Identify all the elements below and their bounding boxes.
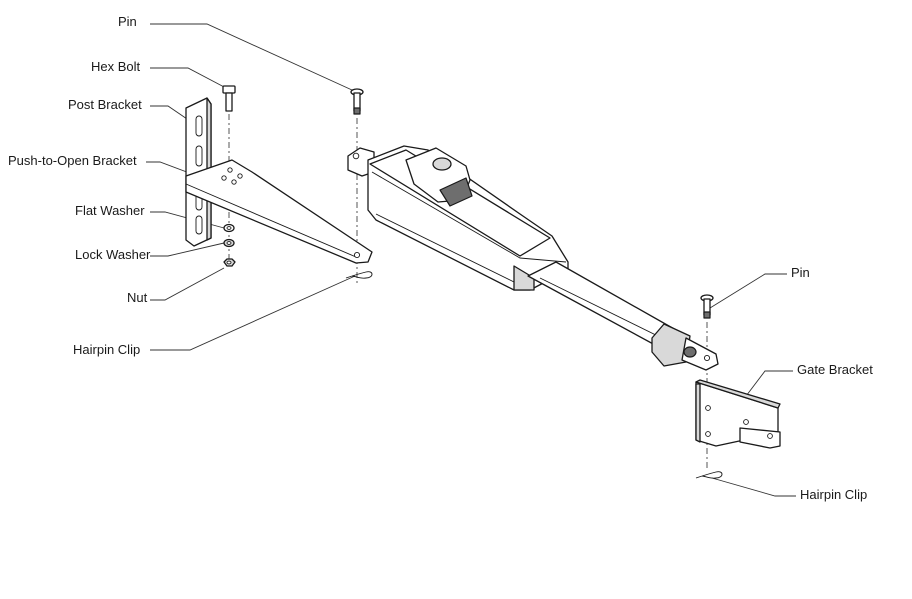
- leader-post-bracket: [150, 105, 191, 122]
- label-pin-right: Pin: [791, 265, 810, 280]
- leader-lines: [146, 23, 796, 497]
- leader-hairpin-left: [150, 275, 356, 351]
- label-lock-washer: Lock Washer: [75, 247, 151, 262]
- hairpin-clip-right: [695, 471, 723, 479]
- hairpin-clip-left: [345, 271, 373, 279]
- operator-body: [347, 145, 569, 291]
- pin-top: [350, 88, 364, 115]
- leader-pin-top: [150, 23, 353, 91]
- label-hairpin-clip-right: Hairpin Clip: [800, 487, 867, 502]
- label-post-bracket: Post Bracket: [68, 97, 142, 112]
- leader-pin-right: [709, 273, 787, 309]
- gate-bracket: [695, 379, 781, 449]
- label-nut: Nut: [127, 290, 148, 305]
- label-gate-bracket: Gate Bracket: [797, 362, 873, 377]
- leader-hex-bolt: [150, 67, 227, 89]
- hex-bolt: [222, 85, 236, 112]
- label-push-to-open-bracket: Push-to-Open Bracket: [8, 153, 137, 168]
- label-hairpin-clip-left: Hairpin Clip: [73, 342, 140, 357]
- leader-hairpin-right: [711, 477, 796, 497]
- lock-washer: [223, 238, 235, 248]
- leader-nut: [150, 267, 225, 301]
- leader-gate-bracket: [739, 370, 793, 405]
- label-pin-top: Pin: [118, 14, 137, 29]
- label-flat-washer: Flat Washer: [75, 203, 145, 218]
- pin-right: [700, 294, 714, 319]
- extension-tube: [527, 261, 719, 371]
- push-to-open-bracket: [185, 159, 373, 264]
- leader-lock-washer: [150, 242, 225, 257]
- flat-washer: [223, 223, 235, 233]
- nut: [223, 258, 236, 267]
- label-hex-bolt: Hex Bolt: [91, 59, 141, 74]
